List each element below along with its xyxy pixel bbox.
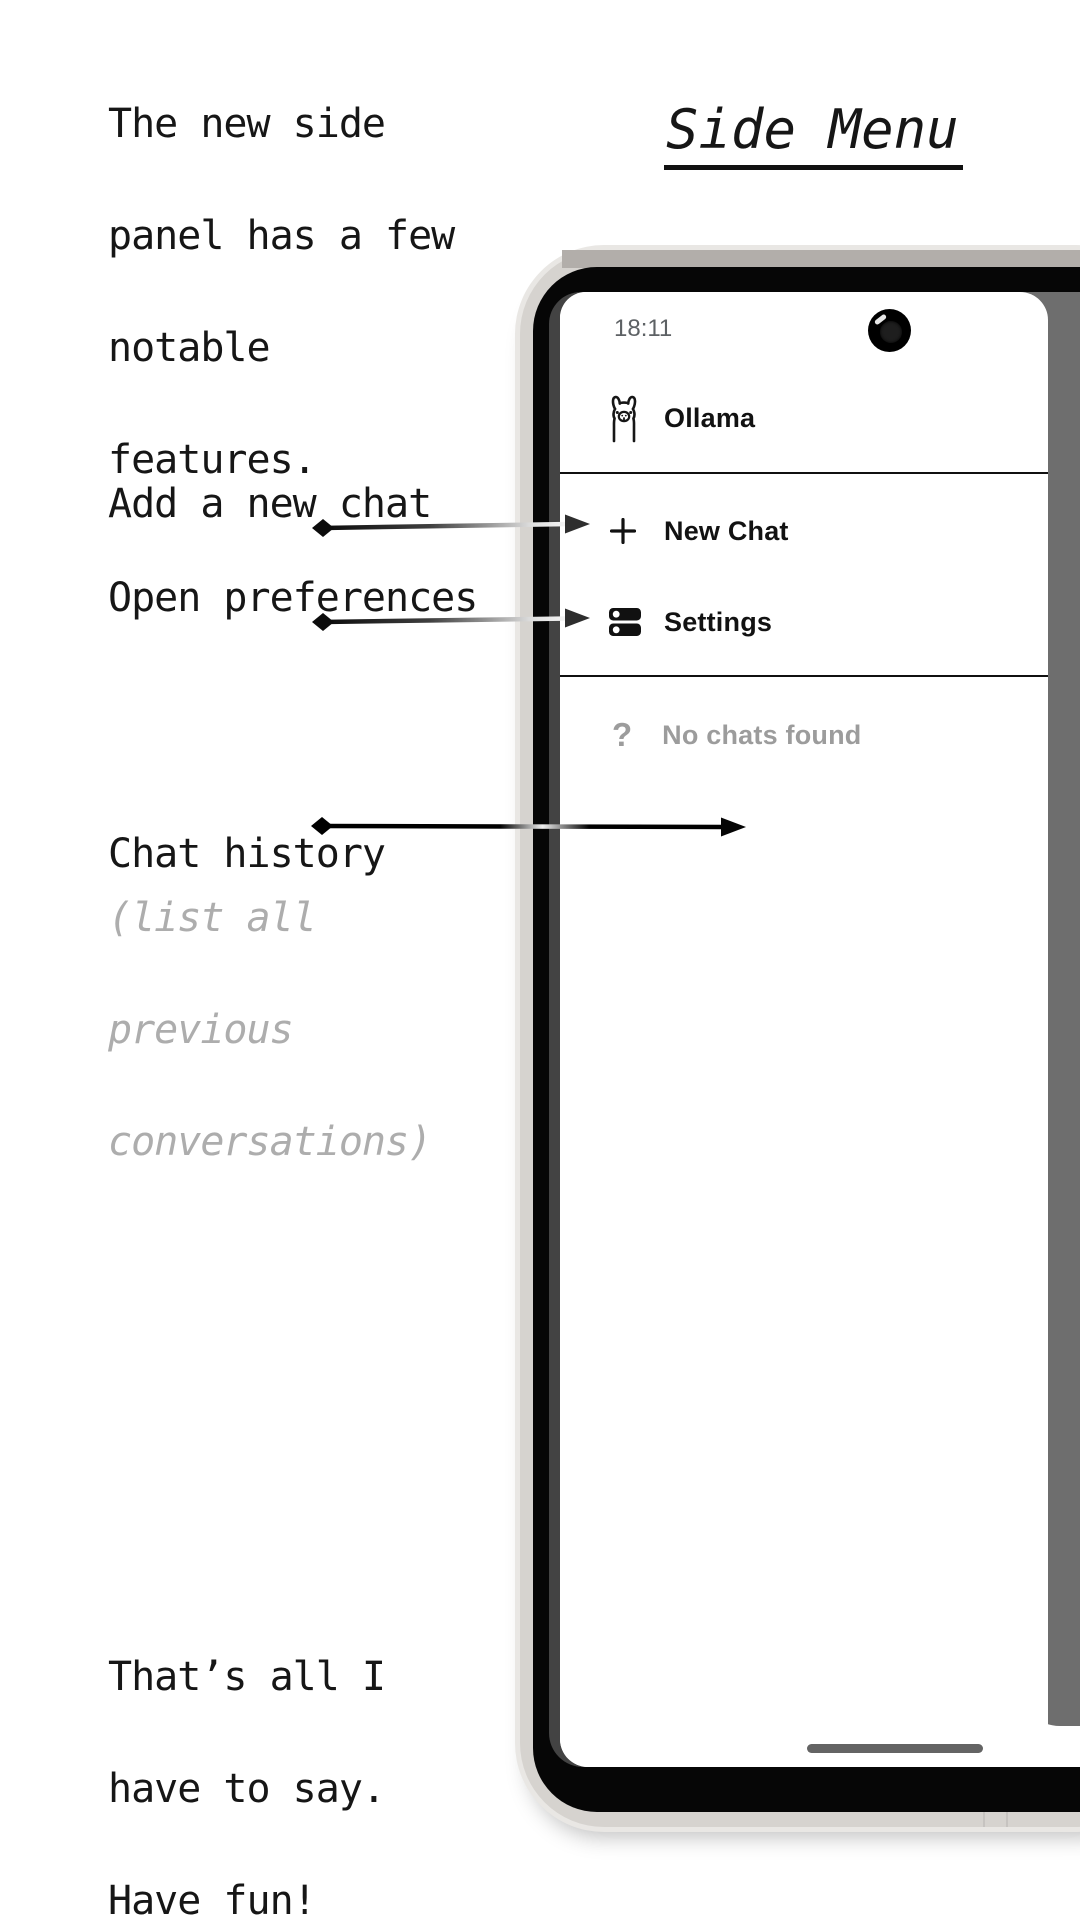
- outro-text: That’s all I have to say. Have fun!: [108, 1649, 386, 1924]
- page-title: Side Menu: [664, 98, 963, 170]
- page-title-text: Side Menu: [664, 98, 963, 170]
- phone-frame-antenna-seam: [1006, 1812, 1008, 1827]
- phone-frame-top-band: [562, 250, 1080, 268]
- camera-lens: [880, 321, 902, 343]
- outro-line: Have fun!: [108, 1878, 317, 1924]
- front-camera-icon: [868, 309, 911, 352]
- menu-item-new-chat[interactable]: New Chat: [560, 503, 1048, 559]
- llama-logo-icon: [606, 393, 642, 443]
- menu-item-label: New Chat: [664, 515, 789, 546]
- outro-line: That’s all I: [108, 1654, 386, 1700]
- app-name: Ollama: [664, 402, 756, 433]
- callout-chat-history-note: (list all previous conversations): [108, 890, 432, 1170]
- status-bar-clock: 18:11: [614, 315, 673, 342]
- phone-frame-antenna-seam: [983, 1812, 985, 1827]
- phone-screen-rim: 18:11: [549, 292, 1080, 1767]
- note-line: previous: [108, 1007, 294, 1053]
- menu-item-settings[interactable]: Settings: [560, 594, 1048, 650]
- intro-line: features.: [108, 437, 317, 483]
- home-indicator[interactable]: [807, 1744, 983, 1753]
- divider: [560, 675, 1048, 677]
- side-menu-drawer: 18:11: [560, 292, 1048, 1767]
- intro-line: notable: [108, 325, 271, 371]
- plus-icon: [610, 518, 636, 544]
- empty-state-label: No chats found: [662, 719, 862, 750]
- phone-mockup: 18:11: [520, 250, 1080, 1827]
- outro-line: have to say.: [108, 1766, 386, 1812]
- intro-text: The new side panel has a few notable fea…: [108, 96, 455, 488]
- app-header-row: Ollama: [560, 388, 1048, 448]
- intro-line: panel has a few: [108, 213, 455, 259]
- note-line: (list all: [108, 895, 317, 941]
- settings-icon: [608, 607, 642, 637]
- callout-open-preferences: Open preferences: [108, 575, 478, 621]
- divider: [560, 472, 1048, 474]
- callout-add-new-chat: Add a new chat: [108, 481, 432, 527]
- question-mark-icon: ?: [612, 716, 633, 753]
- note-line: conversations): [108, 1119, 432, 1165]
- empty-state-row: ? No chats found: [560, 707, 1048, 763]
- phone-bezel: 18:11: [533, 267, 1080, 1812]
- callout-chat-history: Chat history: [108, 831, 386, 877]
- intro-line: The new side: [108, 101, 386, 147]
- menu-item-label: Settings: [664, 606, 773, 637]
- phone-screen: 18:11: [560, 292, 1080, 1767]
